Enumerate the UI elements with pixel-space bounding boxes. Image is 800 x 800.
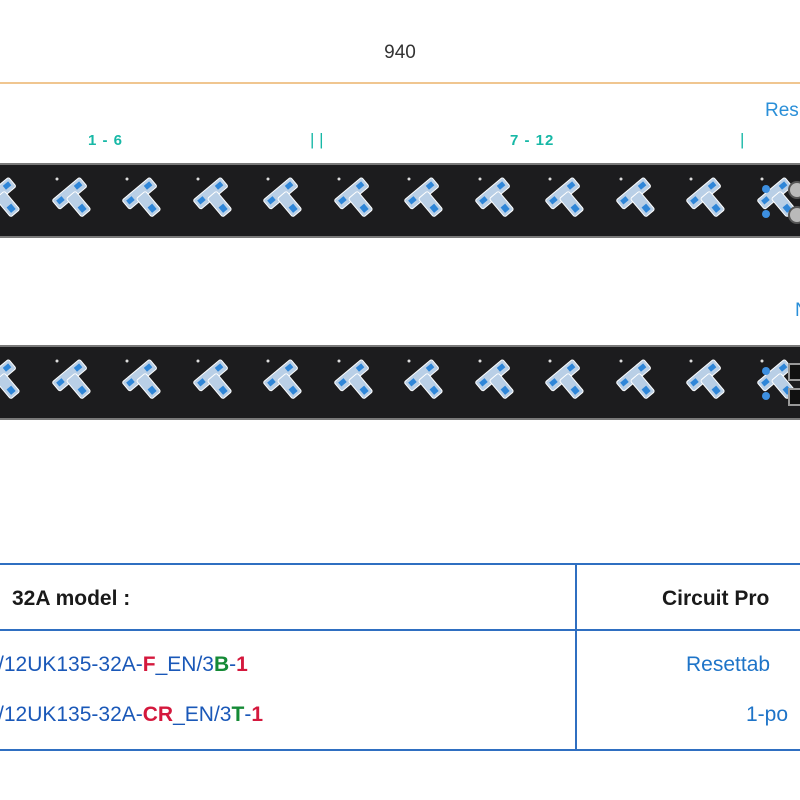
uk-outlet-icon [51,173,101,225]
model-code-part: _EN/3 [155,653,214,676]
header-model: 32A model : [12,587,131,610]
model-table: 32A model : Circuit Pro /12UK135-32A-F_E… [0,563,800,751]
model-code-part: - [229,653,237,676]
model-code-row-1: /12UK135-32A-F_EN/3B-1 [0,653,248,677]
uk-outlet-icon [0,173,30,225]
model-code-part: - [244,703,252,726]
uk-outlet-icon [262,355,312,407]
model-code-part-highlight: B [213,653,230,676]
protection-row-2: 1-po [746,703,789,726]
uk-outlet-icon [333,173,383,225]
group-label-1-6: 1 - 6 [88,132,124,149]
model-code-part: /12UK135-32A- [0,703,143,726]
uk-outlet-icon [403,355,453,407]
uk-outlet-icon [474,355,524,407]
uk-outlet-icon [685,355,735,407]
model-code-row-2: /12UK135-32A-CR_EN/3T-1 [0,703,263,727]
uk-outlet-icon [474,173,524,225]
model-side-label: N [795,300,800,322]
model-code-part: /12UK135-32A- [0,653,143,676]
uk-outlet-icon [0,355,30,407]
uk-outlet-icon [615,173,665,225]
table-header-row: 32A model : Circuit Pro [0,565,800,631]
width-dimension-line [0,82,800,84]
reset-button-icon [788,181,800,199]
group-separator-end: | [740,130,745,149]
model-code-part-highlight: T [231,703,245,726]
uk-outlet-icon [192,173,242,225]
group-separator-mid: | | [310,130,324,149]
uk-outlet-icon [121,173,171,225]
reset-button-icon [788,206,800,224]
uk-outlet-icon [544,173,594,225]
uk-outlet-icon [615,355,665,407]
status-led-icon [762,392,770,400]
uk-outlet-icon [262,173,312,225]
resettable-label: Res [765,100,799,121]
uk-outlet-icon [685,173,735,225]
pdu-bar-resettable [0,163,800,238]
table-column-divider [575,565,577,749]
uk-outlet-icon [403,173,453,225]
model-code-part-highlight: 1 [251,703,263,726]
width-dimension-label: 940 [384,42,416,63]
header-circuit-protection: Circuit Pro [662,587,770,610]
model-code-part-highlight: 1 [236,653,248,676]
breaker-switch-icon [788,388,800,406]
group-label-7-12: 7 - 12 [510,132,555,149]
model-code-part-highlight: F [142,653,156,676]
uk-outlet-icon [333,355,383,407]
uk-outlet-icon [121,355,171,407]
uk-outlet-icon [51,355,101,407]
uk-outlet-icon [192,355,242,407]
breaker-switch-icon [788,363,800,381]
status-led-icon [762,210,770,218]
pdu-bar-1-pole [0,345,800,420]
status-led-icon [762,367,770,375]
uk-outlet-icon [544,355,594,407]
model-code-part-highlight: CR [142,703,174,726]
status-led-icon [762,185,770,193]
model-code-part: _EN/3 [173,703,232,726]
protection-row-1: Resettab [686,653,771,676]
